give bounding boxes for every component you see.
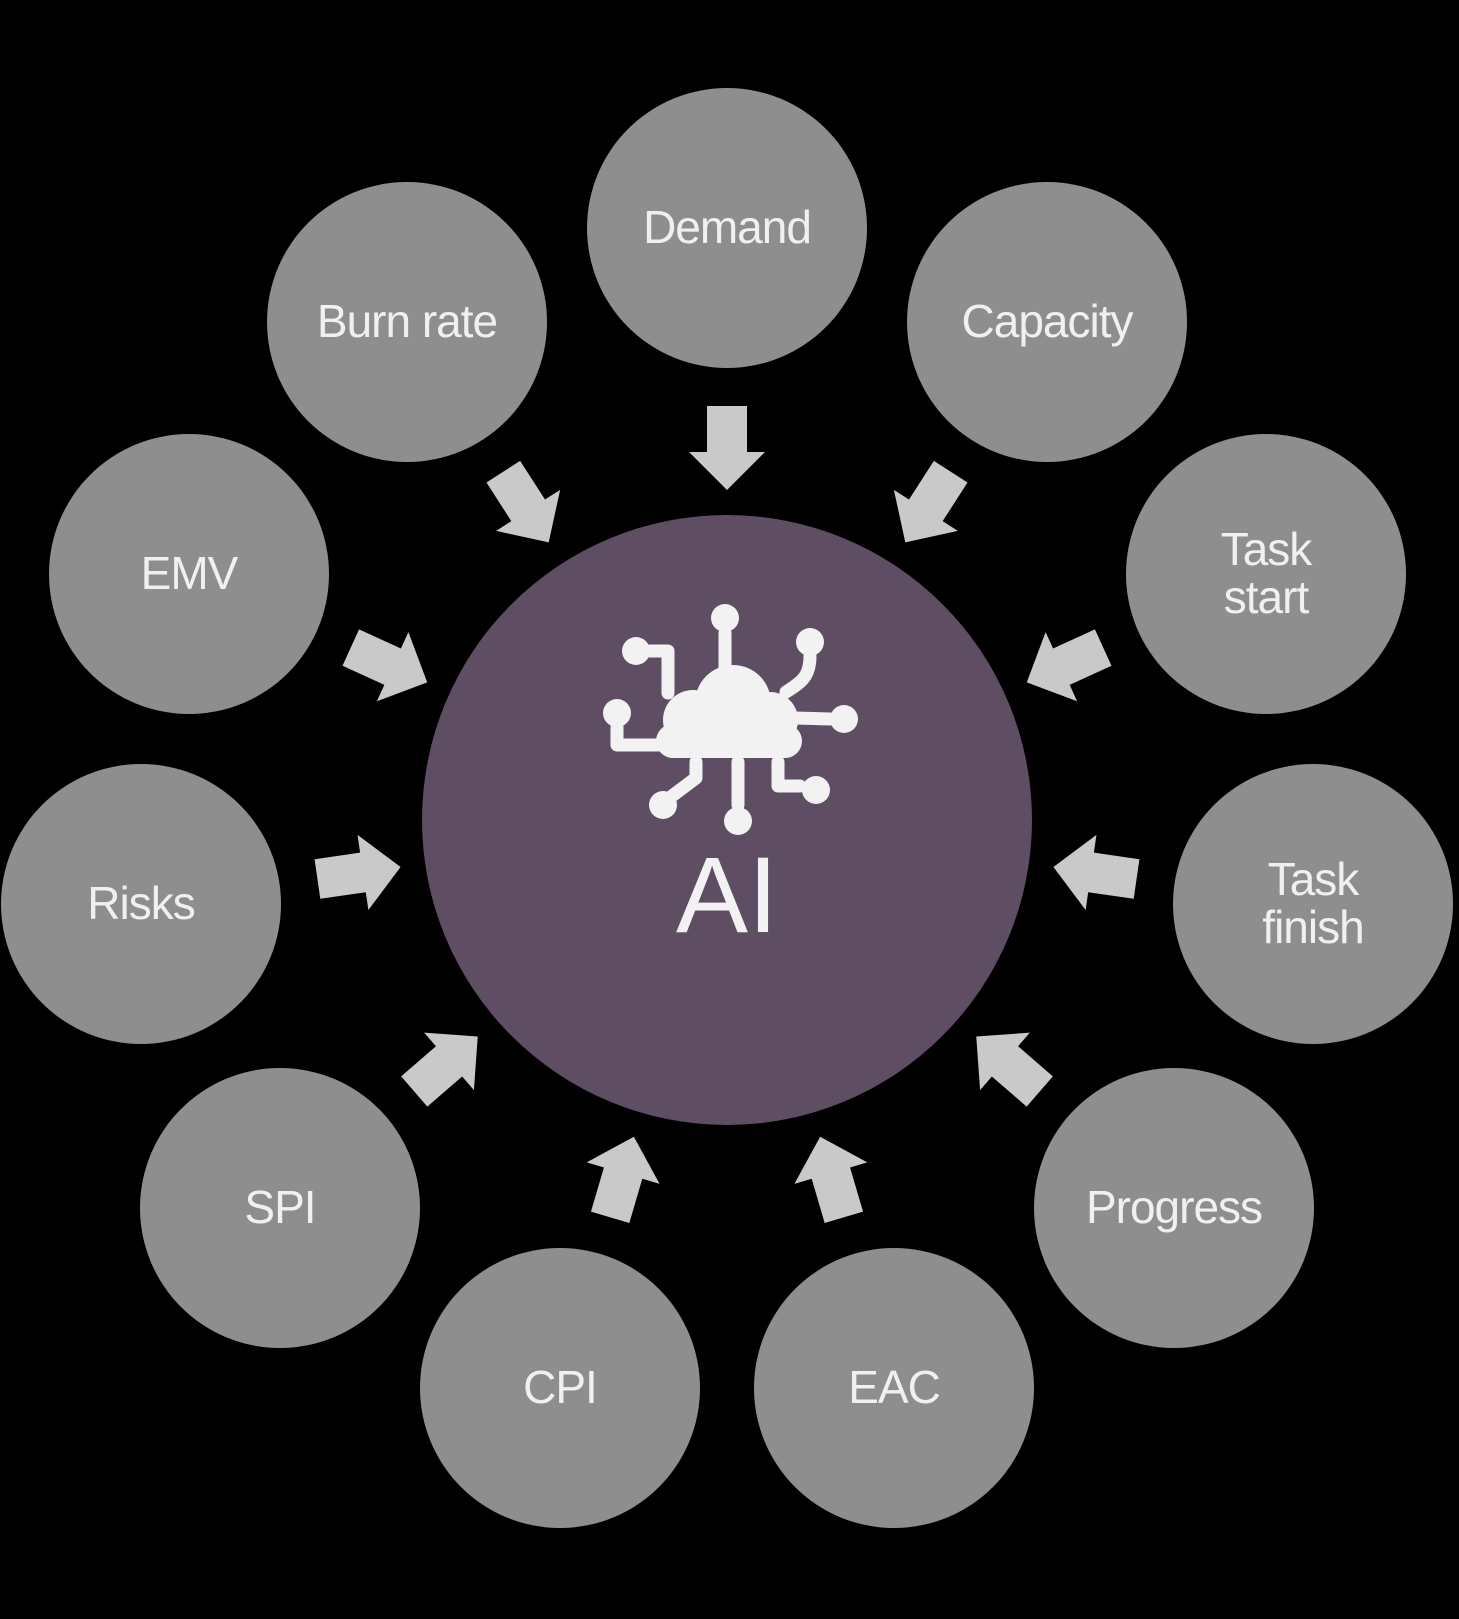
arrow-from-task-finish-icon bbox=[1053, 834, 1140, 911]
node-risks-label: Risks bbox=[87, 877, 195, 930]
arrow-from-eac-icon bbox=[794, 1136, 868, 1223]
node-demand-label: Demand bbox=[643, 201, 812, 254]
node-eac-label: EAC bbox=[848, 1361, 941, 1414]
ai-center-circle: AI bbox=[422, 515, 1032, 1125]
node-cpi-label: CPI bbox=[523, 1361, 598, 1414]
arrow-from-cpi-icon bbox=[586, 1136, 660, 1223]
arrow-from-progress-icon bbox=[976, 1032, 1053, 1107]
node-risks: Risks bbox=[1, 764, 281, 1044]
node-eac: EAC bbox=[754, 1248, 1034, 1528]
arrow-from-risks-icon bbox=[314, 834, 401, 911]
node-progress: Progress bbox=[1034, 1068, 1314, 1348]
node-task-finish-label: Task finish bbox=[1262, 853, 1364, 953]
arrow-from-spi-icon bbox=[401, 1032, 478, 1107]
arrow-from-capacity-icon bbox=[893, 460, 968, 543]
node-spi-label: SPI bbox=[244, 1181, 316, 1234]
node-burn-rate: Burn rate bbox=[267, 182, 547, 462]
arrow-from-demand-icon bbox=[689, 406, 765, 490]
ai-center-label: AI bbox=[675, 834, 779, 955]
cloud-network-icon bbox=[603, 604, 858, 835]
node-task-start-label: Task start bbox=[1220, 523, 1313, 623]
node-spi: SPI bbox=[140, 1068, 420, 1348]
node-task-finish: Task finish bbox=[1173, 764, 1453, 1044]
node-emv-label: EMV bbox=[140, 547, 239, 600]
node-capacity: Capacity bbox=[907, 182, 1187, 462]
node-cpi: CPI bbox=[420, 1248, 700, 1528]
arrow-from-task-start-icon bbox=[1026, 629, 1112, 702]
arrow-from-emv-icon bbox=[342, 629, 428, 702]
node-task-start: Task start bbox=[1126, 434, 1406, 714]
node-burn-rate-label: Burn rate bbox=[316, 295, 498, 348]
node-progress-label: Progress bbox=[1085, 1181, 1263, 1234]
node-demand: Demand bbox=[587, 88, 867, 368]
node-emv: EMV bbox=[49, 434, 329, 714]
node-capacity-label: Capacity bbox=[961, 295, 1134, 348]
arrow-from-burn-rate-icon bbox=[486, 460, 561, 543]
